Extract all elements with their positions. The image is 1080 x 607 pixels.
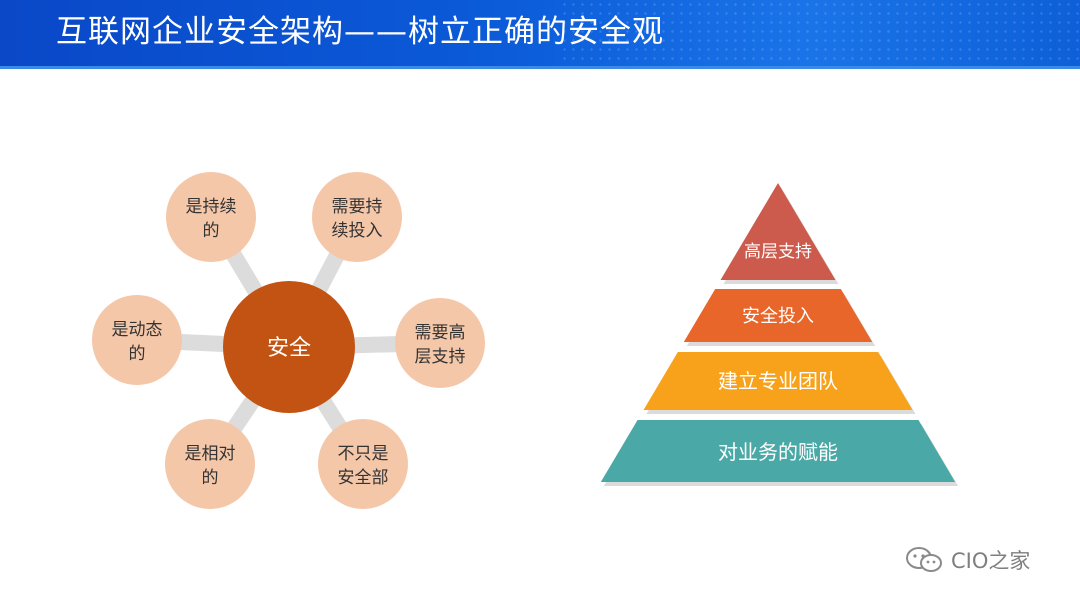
hub-node-circle [395,298,485,388]
hub-node-label: 需要高 [415,323,466,343]
header-bar: 互联网企业安全架构——树立正确的安全观 [0,0,1080,66]
wechat-icon [906,547,942,572]
watermark-text: CIO之家 [951,549,1031,573]
hub-node-circle [312,172,402,262]
pyramid-level-shape [600,420,956,482]
pyramid-level-shape [643,352,913,410]
hub-node-label: 续投入 [332,221,383,241]
header-dot-pattern [560,0,1080,66]
hub-center-label: 安全 [267,336,311,361]
watermark: CIO之家 [905,545,1030,575]
pyramid-level-2: 安全投入 [683,289,876,346]
hub-node-label: 是动态 [112,320,163,340]
hub-center: 安全 [223,281,355,413]
hub-node-circle [318,419,408,509]
pyramid-level-label: 对业务的赋能 [718,440,838,464]
pyramid-level-4: 对业务的赋能 [600,420,959,486]
hub-node-label: 的 [202,468,219,488]
pyramid-level-shape [720,183,836,280]
pyramid-level-1: 高层支持 [720,183,839,284]
hub-node-label: 层支持 [415,347,466,367]
hub-node-label: 安全部 [338,468,389,488]
hub-node-circle [165,419,255,509]
pyramid-level-shape [683,289,873,342]
hub-node-circle [92,295,182,385]
hub-node-label: 的 [203,221,220,241]
hub-node-label: 需要持 [332,197,383,217]
hub-center-circle [223,281,355,413]
hub-node-label: 是持续 [186,197,237,217]
hub-node-circle [166,172,256,262]
pyramid-level-label: 安全投入 [742,306,814,327]
hub-node-label: 的 [129,344,146,364]
pyramid-level-3: 建立专业团队 [643,352,916,414]
pyramid-level-label: 建立专业团队 [718,369,838,393]
pyramid-level-label: 高层支持 [744,242,812,262]
header-underline [0,66,1080,69]
hub-node-label: 不只是 [338,444,389,464]
hub-node-label: 是相对 [185,444,236,464]
hub-diagram: 是持续的需要持续投入需要高层支持不只是安全部是相对的是动态的安全 [92,172,485,509]
page-title: 互联网企业安全架构——树立正确的安全观 [56,14,664,50]
